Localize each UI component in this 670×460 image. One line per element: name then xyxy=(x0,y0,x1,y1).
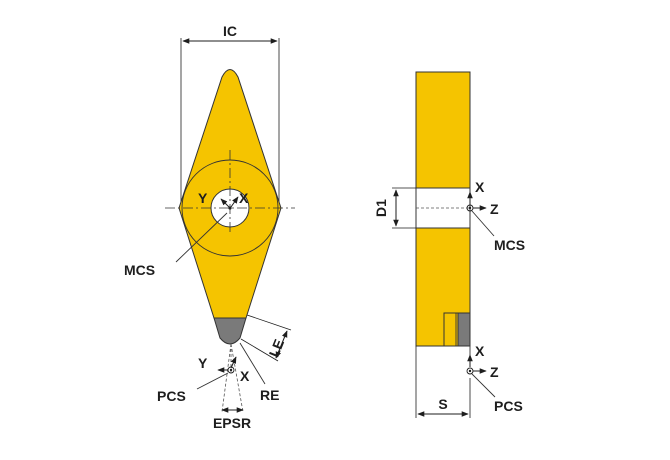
re-label: RE xyxy=(260,387,279,403)
side-pcs-x-label: X xyxy=(475,343,485,359)
pcs-front-origin xyxy=(227,366,235,374)
d1-label: D1 xyxy=(373,199,389,217)
side-view: D1 X Z MCS X Z PCS S xyxy=(373,71,525,418)
mcs-y-label: Y xyxy=(198,190,208,206)
epsr-label: EPSR xyxy=(213,415,251,431)
tip-dashed-left xyxy=(221,343,232,413)
side-mcs-x-label: X xyxy=(475,179,485,195)
s-label: S xyxy=(438,396,447,412)
side-mcs-z-label: Z xyxy=(490,201,499,217)
side-cutting-tip xyxy=(457,312,471,347)
side-pcs-label: PCS xyxy=(494,398,523,414)
side-mcs-leader xyxy=(471,210,495,237)
mcs-y-axis xyxy=(220,198,230,208)
pcs-front-dot xyxy=(229,368,233,372)
side-mcs-label: MCS xyxy=(494,237,525,253)
pcs-y-label: Y xyxy=(198,355,208,371)
mcs-x-axis xyxy=(230,196,239,208)
mcs-x-label: X xyxy=(239,190,249,206)
side-pcs-dot xyxy=(468,369,472,373)
ic-label: IC xyxy=(223,23,237,39)
le-dimension-line xyxy=(275,330,288,359)
pcs-x-axis xyxy=(230,356,237,369)
le-label: LE xyxy=(266,337,288,360)
side-mcs-dot xyxy=(468,206,472,210)
cutting-tip xyxy=(213,317,247,345)
le-extension-top xyxy=(246,314,292,331)
front-view: IC Y X MCS LE Y X xyxy=(124,23,295,431)
pcs-x-label: X xyxy=(240,368,250,384)
re-leader xyxy=(239,342,266,385)
side-mcs-origin xyxy=(466,204,474,212)
tip-dashed-right xyxy=(230,343,244,413)
le-extension-bottom xyxy=(240,338,279,362)
pcs-front-label: PCS xyxy=(157,388,186,404)
mcs-origin xyxy=(228,206,232,210)
mcs-front-label: MCS xyxy=(124,262,155,278)
side-pcs-origin xyxy=(466,367,474,375)
side-pcs-leader xyxy=(471,373,496,398)
mcs-front-leader xyxy=(175,212,228,263)
pcs-front-leader xyxy=(196,372,229,390)
side-pcs-z-label: Z xyxy=(490,364,499,380)
